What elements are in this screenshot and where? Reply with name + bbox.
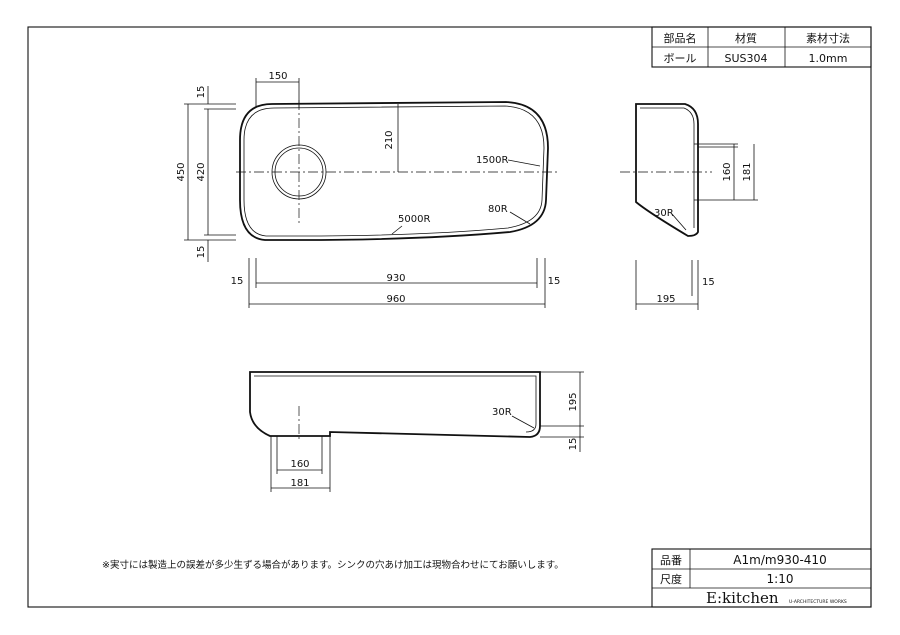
dim-side-outlet-outer: 181 [742, 162, 753, 181]
parts-table-cell-size: 1.0mm [809, 52, 848, 65]
brand-subtitle: U-ARCHITECTURE WORKS [789, 599, 847, 605]
manufacturing-note: ※実寸には製造上の誤差が多少生ずる場合があります。シンクの穴あけ加工は現物合わせ… [102, 559, 564, 571]
parts-table-cell-part: ボール [664, 52, 697, 65]
front-view: 195 15 30R 160 181 [249, 371, 584, 492]
title-scale-label: 尺度 [660, 572, 682, 586]
parts-table-header-material: 材質 [735, 31, 757, 45]
top-view: 150 210 450 420 15 15 930 960 15 15 1500… [176, 71, 560, 308]
dim-margin-top: 15 [196, 86, 207, 99]
dim-front-depth: 195 [568, 392, 579, 411]
dim-side-rim: 15 [702, 277, 715, 288]
dim-front-outlet-inner: 160 [290, 459, 309, 470]
dim-margin-left: 15 [231, 276, 244, 287]
parts-table-cell-material: SUS304 [724, 52, 767, 65]
brand-logo: E:kitchen [706, 589, 779, 607]
label-front-radius: 30R [492, 407, 512, 418]
drawing-frame [27, 26, 872, 608]
dim-height-outer: 450 [176, 162, 187, 181]
dim-front-outlet-outer: 181 [290, 478, 309, 489]
parts-table-header-part: 部品名 [664, 31, 697, 45]
title-product-value: A1m/m930-410 [733, 553, 826, 567]
side-view: 160 181 30R 195 15 [620, 103, 758, 310]
title-block: 品番 A1m/m930-410 尺度 1:10 E:kitchen U-ARCH… [651, 548, 872, 608]
parts-table: 部品名 材質 素材寸法 ボール SUS304 1.0mm [651, 26, 872, 68]
dim-front-rim: 15 [568, 438, 579, 451]
label-radius-side: 1500R [476, 155, 508, 166]
dim-side-outlet-inner: 160 [722, 162, 733, 181]
label-radius-corner: 80R [488, 204, 508, 215]
dim-margin-right: 15 [548, 276, 561, 287]
dim-width-inner: 930 [386, 273, 405, 284]
dim-drain-offset-x: 150 [268, 71, 287, 82]
dim-drain-offset-y: 210 [384, 130, 395, 149]
title-product-label: 品番 [660, 554, 682, 567]
label-side-radius: 30R [654, 208, 674, 219]
dim-width-outer: 960 [386, 294, 405, 305]
title-scale-value: 1:10 [767, 572, 794, 586]
dim-height-inner: 420 [196, 162, 207, 181]
label-radius-bottom: 5000R [398, 214, 430, 225]
dim-margin-bottom: 15 [196, 246, 207, 259]
parts-table-header-size: 素材寸法 [806, 31, 850, 45]
dim-side-depth: 195 [656, 294, 675, 305]
